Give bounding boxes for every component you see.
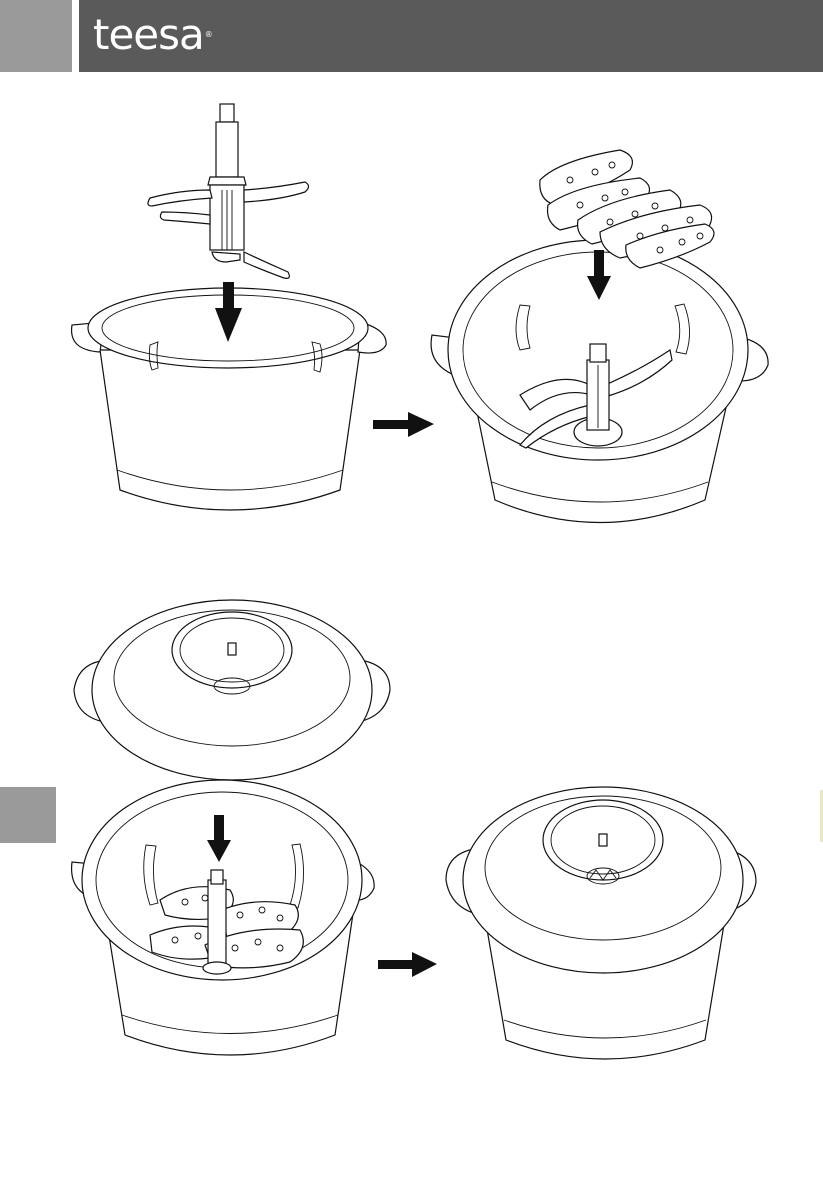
figure-food-in-bowl <box>72 780 375 1055</box>
figure-lid <box>74 600 390 780</box>
arrow-right-2 <box>378 952 437 977</box>
figure-add-food <box>431 150 768 523</box>
figure-blade-into-bowl <box>72 104 387 510</box>
arrow-right-1 <box>373 412 434 437</box>
figure-assembled <box>446 787 756 1059</box>
